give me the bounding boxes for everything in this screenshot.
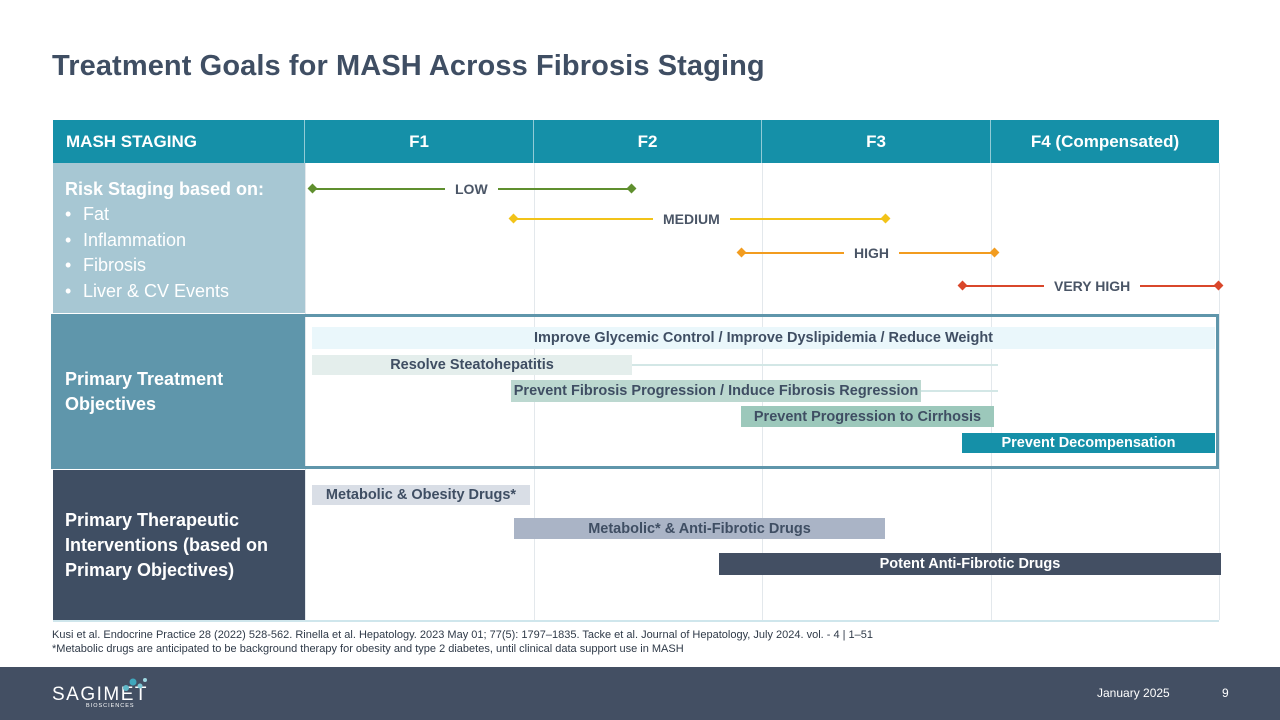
objectives-label-text: Primary Treatment Objectives xyxy=(65,369,224,414)
intervention-bar: Metabolic* & Anti-Fibrotic Drugs xyxy=(514,518,885,539)
grid-line xyxy=(1219,163,1220,620)
objective-bar: Prevent Progression to Cirrhosis xyxy=(741,406,994,427)
footer-date: January 2025 xyxy=(1097,686,1170,700)
primary-therapeutic-interventions-label: Primary Therapeutic Interventions (based… xyxy=(53,470,305,620)
objective-bar: Resolve Steatohepatitis xyxy=(312,355,632,375)
risk-factor-item: Inflammation xyxy=(65,228,305,254)
risk-level-label: HIGH xyxy=(844,245,899,261)
page-title: Treatment Goals for MASH Across Fibrosis… xyxy=(52,50,765,82)
objectives-frame xyxy=(51,314,1219,469)
grid-line xyxy=(305,163,306,620)
header-stage-f4: F4 (Compensated) xyxy=(991,120,1219,163)
risk-factor-item: Fat xyxy=(65,202,305,228)
company-logo: SAGIMET xyxy=(52,684,149,705)
table-bottom-border xyxy=(53,620,1219,622)
risk-level-label: VERY HIGH xyxy=(1044,278,1141,294)
risk-line-endpoint xyxy=(1213,280,1224,291)
objective-extension-line xyxy=(632,364,998,366)
references-footnote: Kusi et al. Endocrine Practice 28 (2022)… xyxy=(52,629,874,641)
header-stage-f2: F2 xyxy=(534,120,762,163)
company-logo-subtitle: BIOSCIENCES xyxy=(86,703,135,709)
risk-line-endpoint xyxy=(307,183,318,194)
metabolic-drugs-footnote: *Metabolic drugs are anticipated to be b… xyxy=(52,643,684,655)
risk-line-endpoint xyxy=(880,213,891,224)
header-stage-f1: F1 xyxy=(305,120,534,163)
objective-bar: Prevent Fibrosis Progression / Induce Fi… xyxy=(511,380,921,402)
footer-bar xyxy=(0,667,1280,720)
intervention-bar: Potent Anti-Fibrotic Drugs xyxy=(719,553,1221,575)
risk-line-endpoint xyxy=(957,280,968,291)
risk-line-endpoint xyxy=(736,247,747,258)
intervention-bar: Metabolic & Obesity Drugs* xyxy=(312,485,530,505)
risk-factor-item: Liver & CV Events xyxy=(65,279,305,305)
risk-factor-item: Fibrosis xyxy=(65,253,305,279)
objective-bar: Improve Glycemic Control / Improve Dysli… xyxy=(312,327,1215,349)
objective-extension-line xyxy=(920,390,998,392)
risk-factor-list: Fat Inflammation Fibrosis Liver & CV Eve… xyxy=(65,202,305,304)
footnote: Kusi et al. Endocrine Practice 28 (2022)… xyxy=(52,628,873,656)
risk-level-label: LOW xyxy=(445,181,498,197)
primary-treatment-objectives-label: Primary Treatment Objectives xyxy=(53,317,305,467)
objective-bar: Prevent Decompensation xyxy=(962,433,1215,453)
risk-line-endpoint xyxy=(626,183,637,194)
page-number: 9 xyxy=(1222,686,1229,700)
risk-staging-heading: Risk Staging based on: xyxy=(65,179,265,199)
logo-dots-icon xyxy=(123,678,147,691)
risk-level-label: MEDIUM xyxy=(653,211,730,227)
risk-staging-label: Risk Staging based on: Fat Inflammation … xyxy=(53,163,305,313)
risk-line-endpoint xyxy=(508,213,519,224)
interventions-label-text: Primary Therapeutic Interventions (based… xyxy=(65,509,269,580)
header-stage-f3: F3 xyxy=(762,120,991,163)
header-mash-staging: MASH STAGING xyxy=(53,120,305,163)
